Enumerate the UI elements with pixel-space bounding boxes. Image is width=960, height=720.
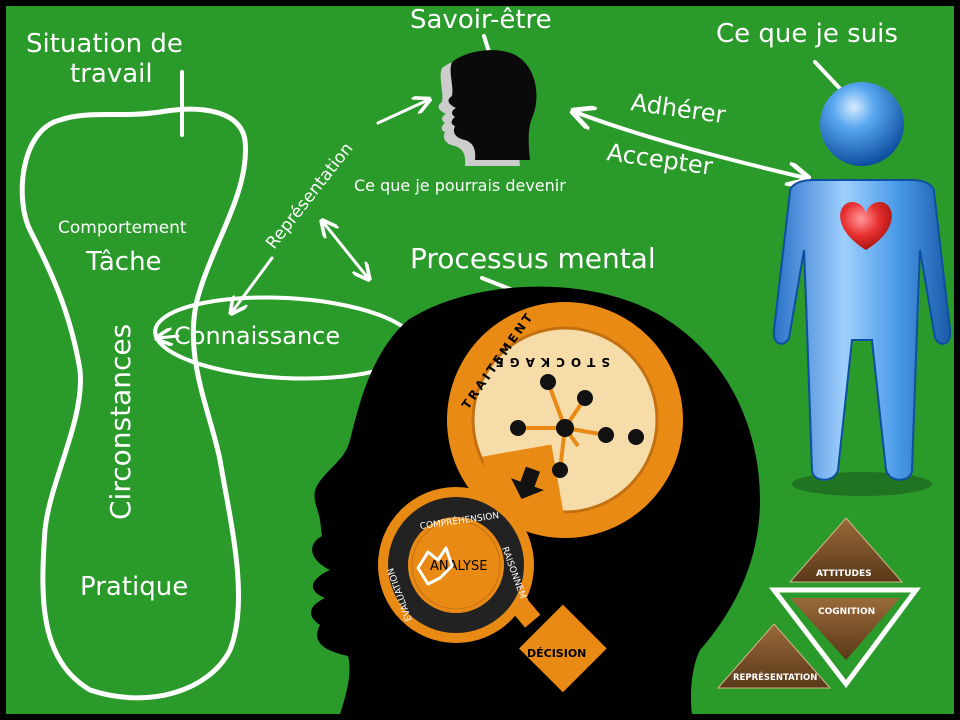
- representation-triangle-label: REPRÉSENTATION: [733, 671, 817, 683]
- connaissance-arrow: [158, 336, 180, 338]
- analysis-chalk-scribble: [416, 546, 454, 586]
- memory-nodes: [510, 374, 644, 478]
- human-figure-icon: [772, 82, 952, 496]
- ce-que-je-suis-label: Ce que je suis: [716, 19, 898, 49]
- tache-label: Tâche: [85, 247, 162, 277]
- representation-arrow: [232, 256, 274, 312]
- savoir-etre-label: Savoir-être: [410, 5, 552, 35]
- stockage-label: STOCKAGE: [490, 355, 610, 369]
- down-arrow-icon: [511, 466, 544, 500]
- cognition-outline-triangle: [768, 587, 921, 689]
- attitudes-label: ATTITUDES: [816, 569, 872, 579]
- decision-label: DÉCISION: [527, 647, 586, 660]
- analyse-label: ANALYSE: [430, 559, 487, 574]
- heart-icon: [840, 202, 892, 250]
- comportement-label: Comportement: [58, 218, 187, 238]
- circonstances-label: Circonstances: [104, 324, 137, 520]
- pratique-label: Pratique: [80, 572, 188, 602]
- ce-que-je-pourrais-label: Ce que je pourrais devenir: [354, 176, 566, 195]
- sphere-head-icon: [820, 82, 904, 166]
- representation-arrow-top: [376, 100, 428, 125]
- connaissance-label: Connaissance: [174, 322, 340, 350]
- work-situation-outline: [19, 106, 248, 701]
- head-silhouette-icon: [438, 50, 537, 166]
- cognition-triangle: [790, 598, 900, 660]
- situation-title-1: Situation de: [26, 29, 183, 59]
- analysis-cycle: [378, 487, 534, 643]
- head-to-process-arrow: [323, 222, 368, 278]
- cognition-label: COGNITION: [818, 607, 875, 617]
- situation-title-2: travail: [70, 59, 153, 89]
- savoir-etre-pointer: [482, 34, 491, 54]
- attitudes-triangle: [788, 517, 904, 583]
- adherer-accepter-arrow: [575, 112, 806, 178]
- representation-triangle: [716, 623, 832, 689]
- processus-mental-label: Processus mental: [410, 242, 656, 275]
- decision-connector: [509, 596, 541, 628]
